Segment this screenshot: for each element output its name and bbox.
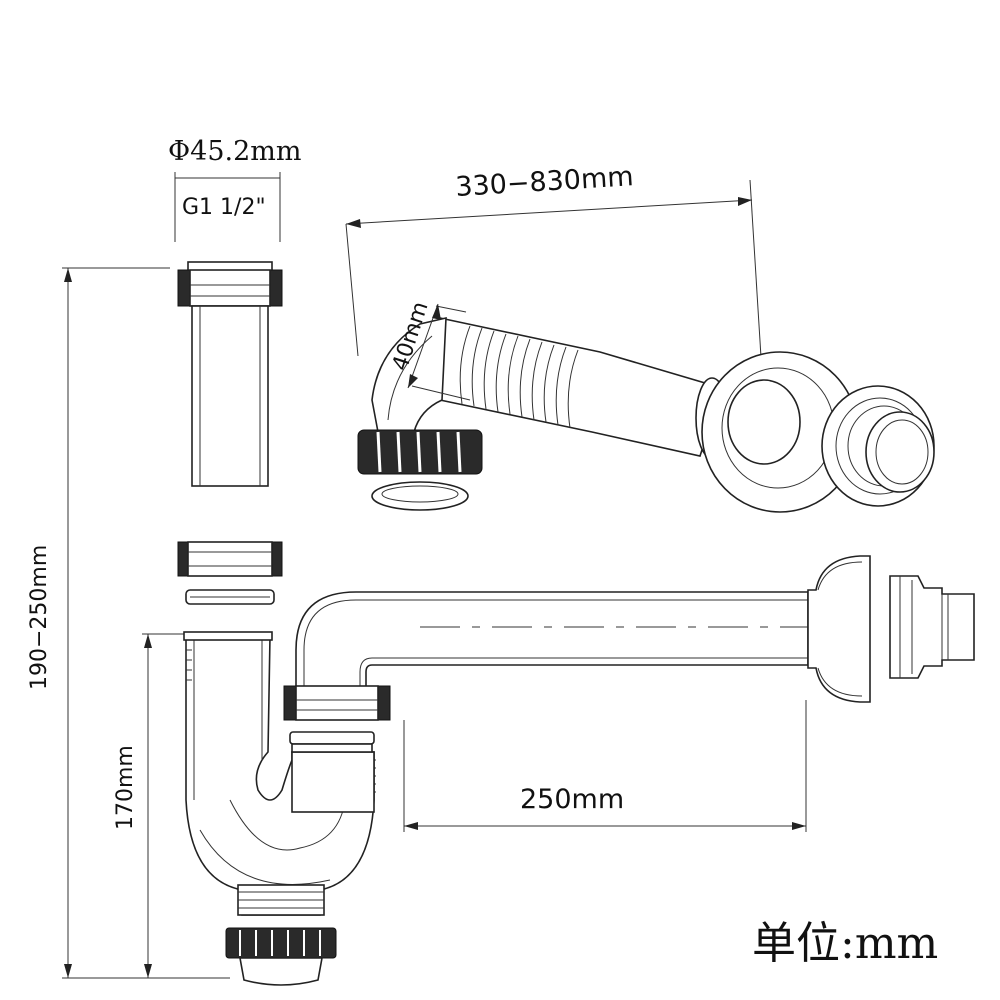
outlet-length-label: 250mm [520, 784, 624, 815]
diameter-dimension: Φ45.2mm G1 1/2" [168, 136, 301, 242]
unit-note: 单位:mm [752, 918, 938, 969]
height-range-dimension: 190−250mm [27, 267, 230, 979]
wall-adapter-part [889, 575, 975, 679]
trap-height-label: 170mm [113, 745, 138, 830]
length-range-label: 330−830mm [455, 161, 635, 203]
p-trap-body [183, 631, 376, 986]
outlet-pipe-part [283, 555, 871, 721]
flexible-hose-part [357, 316, 935, 513]
elbow-size-dimension: 40mm [388, 299, 471, 401]
union-nut-part [177, 541, 283, 577]
washer-part [185, 589, 275, 605]
diameter-label: Φ45.2mm [168, 136, 301, 167]
height-range-label: 190−250mm [27, 545, 52, 690]
thread-label: G1 1/2" [182, 195, 266, 220]
inlet-tube-part [177, 261, 283, 487]
trap-height-dimension: 170mm [113, 633, 190, 978]
outlet-length-dimension: 250mm [403, 700, 807, 832]
